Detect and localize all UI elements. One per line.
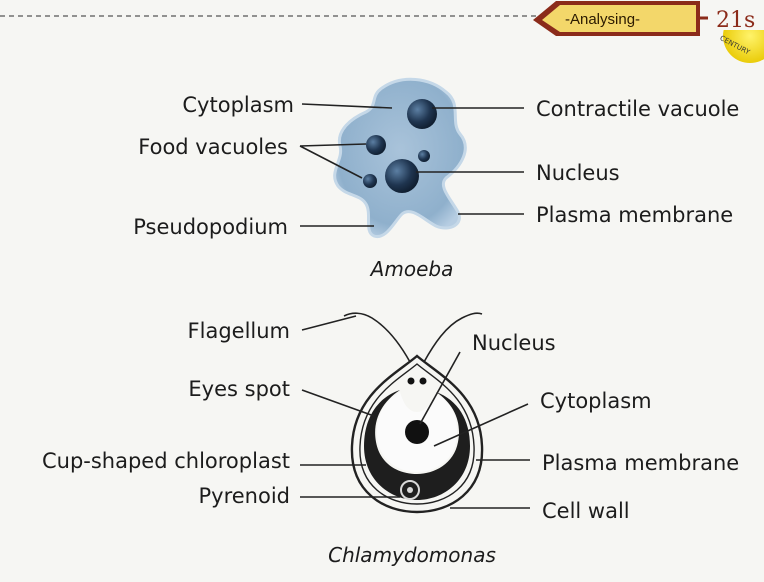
label-nucleus-amoeba: Nucleus [536, 161, 620, 185]
header-banner: -Analysing- 21s CENTURY [0, 1, 764, 63]
leader-nucleus-chlamy [419, 351, 461, 425]
amoeba-nucleus [385, 159, 419, 193]
cup-shaped-chloroplast [364, 390, 470, 500]
label-eyes-spot: Eyes spot [188, 377, 290, 401]
chlamy-nucleus [405, 420, 429, 444]
leader-flagellum [301, 315, 357, 331]
flagellum-right [423, 312, 483, 363]
pyrenoid-core [407, 487, 413, 493]
leader-food-vacuole-b [299, 145, 363, 179]
eye-spot-2 [419, 377, 427, 385]
eye-spot-1 [407, 377, 415, 385]
label-plasma-membrane-amoeba: Plasma membrane [536, 203, 733, 227]
amoeba-figure [333, 77, 467, 239]
label-pseudopodium: Pseudopodium [133, 215, 288, 239]
label-cytoplasm-chlamy: Cytoplasm [540, 389, 652, 413]
label-cup-chloroplast: Cup-shaped chloroplast [42, 449, 290, 473]
label-flagellum: Flagellum [188, 319, 290, 343]
food-vacuole-3 [418, 150, 430, 162]
label-cytoplasm-amoeba: Cytoplasm [182, 93, 294, 117]
leader-cytoplasm-chlamy [433, 403, 529, 447]
leader-eyes-spot [301, 389, 375, 417]
caption-amoeba: Amoeba [369, 257, 454, 281]
chlamydomonas-figure [343, 312, 484, 514]
analysing-badge-label: -Analysing- [565, 11, 640, 28]
flagellum-left [343, 312, 411, 363]
contractile-vacuole [407, 99, 437, 129]
label-cell-wall: Cell wall [542, 499, 630, 523]
label-contractile-vacuole: Contractile vacuole [536, 97, 739, 121]
label-food-vacuoles: Food vacuoles [138, 135, 288, 159]
analysing-badge-inner [542, 5, 696, 32]
tag-21-text: 21s [716, 8, 755, 33]
label-pyrenoid: Pyrenoid [198, 484, 290, 508]
amoeba-leaders [299, 103, 524, 227]
label-nucleus-chlamy: Nucleus [472, 331, 556, 355]
amoeba-body [333, 77, 467, 239]
food-vacuole-1 [366, 135, 386, 155]
leader-cytoplasm [301, 103, 393, 109]
food-vacuole-2 [363, 174, 377, 188]
leader-food-vacuole-a [299, 143, 367, 147]
tag-21-shape [708, 6, 764, 30]
caption-chlamydomonas: Chlamydomonas [328, 543, 496, 567]
chlamy-leaders [300, 315, 530, 509]
label-plasma-membrane-chlamy: Plasma membrane [542, 451, 739, 475]
